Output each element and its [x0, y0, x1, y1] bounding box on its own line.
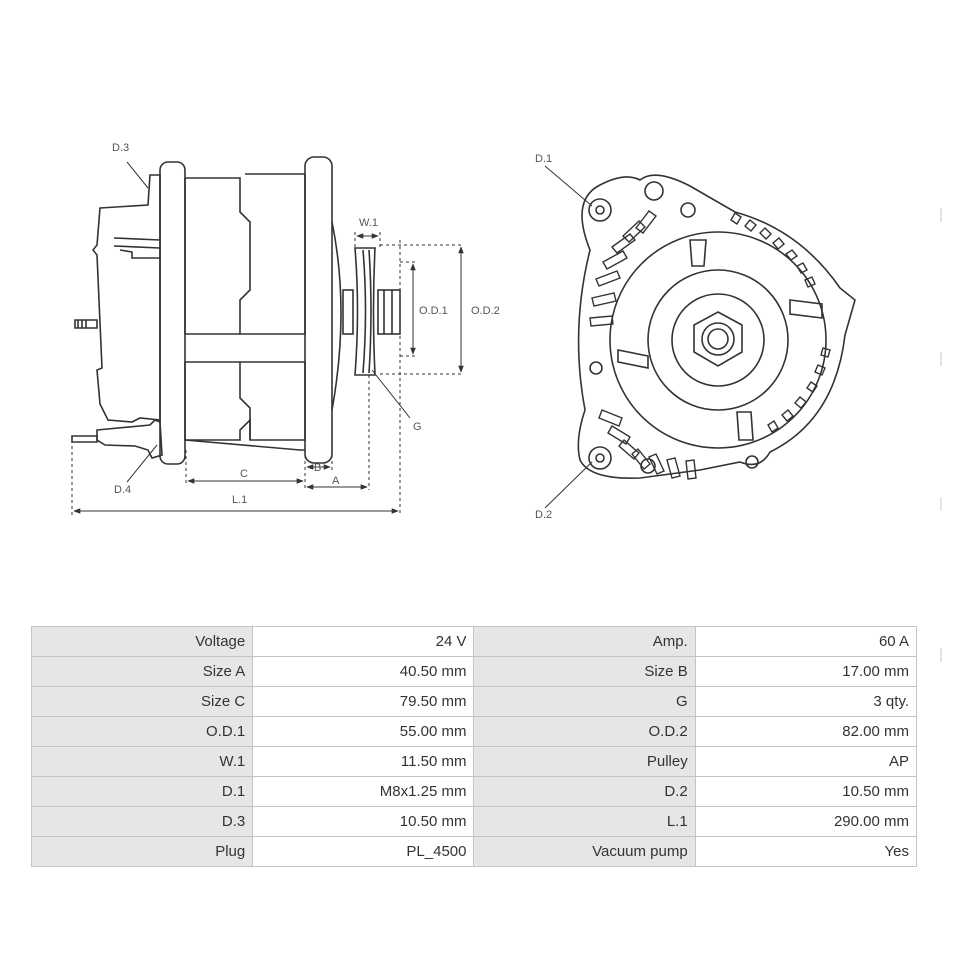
- label-od2: O.D.2: [471, 305, 500, 317]
- spec-label: G: [473, 686, 696, 717]
- spec-value: 17.00 mm: [694, 656, 918, 687]
- edge-mark: [940, 497, 942, 511]
- leader-g: [371, 369, 411, 419]
- terminal-stud: [74, 319, 98, 329]
- pulley: [354, 247, 376, 376]
- spec-value: PL_4500: [252, 836, 475, 867]
- spec-value: 3 qty.: [694, 686, 918, 717]
- rear-cover: [91, 174, 161, 423]
- label-b: B: [314, 462, 321, 474]
- spec-label: D.2: [473, 776, 696, 807]
- side-view-dimensions: [71, 232, 464, 515]
- label-g: G: [413, 421, 422, 433]
- spec-label: Voltage: [30, 626, 254, 657]
- spec-value: 24 V: [252, 626, 475, 657]
- spec-label: O.D.2: [473, 716, 696, 747]
- spec-label: W.1: [30, 746, 254, 777]
- spec-value: 60 A: [694, 626, 918, 657]
- label-a: A: [332, 475, 340, 487]
- alternator-technical-drawing: D.3 D.4 W.1 O.D.1 O.D.2 G C B A L.1 D.1 …: [71, 142, 856, 521]
- spec-value: Yes: [694, 836, 918, 867]
- spec-label: O.D.1: [30, 716, 254, 747]
- spec-value: 11.50 mm: [252, 746, 475, 777]
- spec-value: AP: [694, 746, 918, 777]
- spec-value: 40.50 mm: [252, 656, 475, 687]
- spec-label: Size A: [30, 656, 254, 687]
- edge-mark: [940, 648, 942, 662]
- shaft-nut: [377, 289, 401, 335]
- pulley-nut: [693, 311, 743, 367]
- label-c: C: [240, 468, 248, 480]
- spec-value: 82.00 mm: [694, 716, 918, 747]
- stator-housing: [185, 173, 306, 335]
- label-d4: D.4: [114, 484, 131, 496]
- rear-flange: [159, 161, 186, 465]
- edge-mark: [940, 352, 942, 366]
- edge-mark: [940, 208, 942, 222]
- spec-value: 10.50 mm: [694, 776, 918, 807]
- spec-value: M8x1.25 mm: [252, 776, 475, 807]
- spec-value: 10.50 mm: [252, 806, 475, 837]
- front-flange: [304, 156, 333, 464]
- alternator-front-view: [544, 165, 856, 509]
- label-d3: D.3: [112, 142, 129, 154]
- alternator-side-view: [71, 156, 401, 483]
- mount-hole-d2: [588, 446, 612, 470]
- spec-label: Size C: [30, 686, 254, 717]
- spec-label: Size B: [473, 656, 696, 687]
- cooling-slots: [589, 210, 831, 480]
- spec-label: Pulley: [473, 746, 696, 777]
- fan-ring: [609, 231, 827, 449]
- label-od1: O.D.1: [419, 305, 448, 317]
- shaft: [342, 289, 354, 335]
- spec-label: Plug: [30, 836, 254, 867]
- spec-label: D.3: [30, 806, 254, 837]
- spec-value: 55.00 mm: [252, 716, 475, 747]
- label-d1: D.1: [535, 153, 552, 165]
- spec-label: L.1: [473, 806, 696, 837]
- spec-value: 79.50 mm: [252, 686, 475, 717]
- front-housing: [577, 174, 856, 479]
- mount-hole-d1: [588, 198, 612, 222]
- spec-value: 290.00 mm: [694, 806, 918, 837]
- label-w1: W.1: [359, 217, 378, 229]
- label-d2: D.2: [535, 509, 552, 521]
- spec-label: Vacuum pump: [473, 836, 696, 867]
- spec-label: Amp.: [473, 626, 696, 657]
- label-l1: L.1: [232, 494, 247, 506]
- bottom-terminal: [96, 419, 163, 459]
- spec-label: D.1: [30, 776, 254, 807]
